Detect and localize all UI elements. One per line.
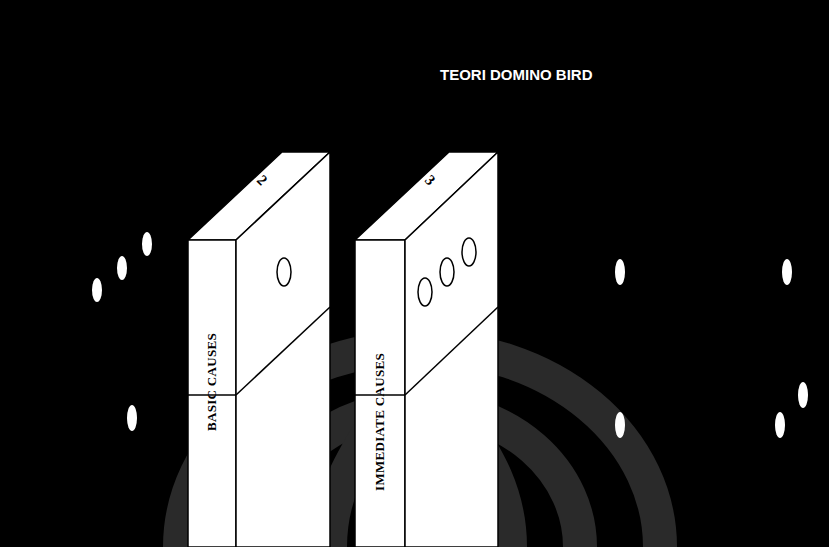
domino-block: 3IMMEDIATE CAUSES <box>355 152 498 547</box>
domino-label: IMMEDIATE CAUSES <box>372 353 388 491</box>
domino-immediate <box>355 152 498 547</box>
domino-basic <box>188 152 330 547</box>
diagram-title: TEORI DOMINO BIRD <box>440 66 593 83</box>
domino-number: 3 <box>421 171 438 188</box>
domino-block: 2BASIC CAUSES <box>188 152 330 547</box>
domino-number: 2 <box>253 171 270 188</box>
domino-label: BASIC CAUSES <box>204 333 220 431</box>
